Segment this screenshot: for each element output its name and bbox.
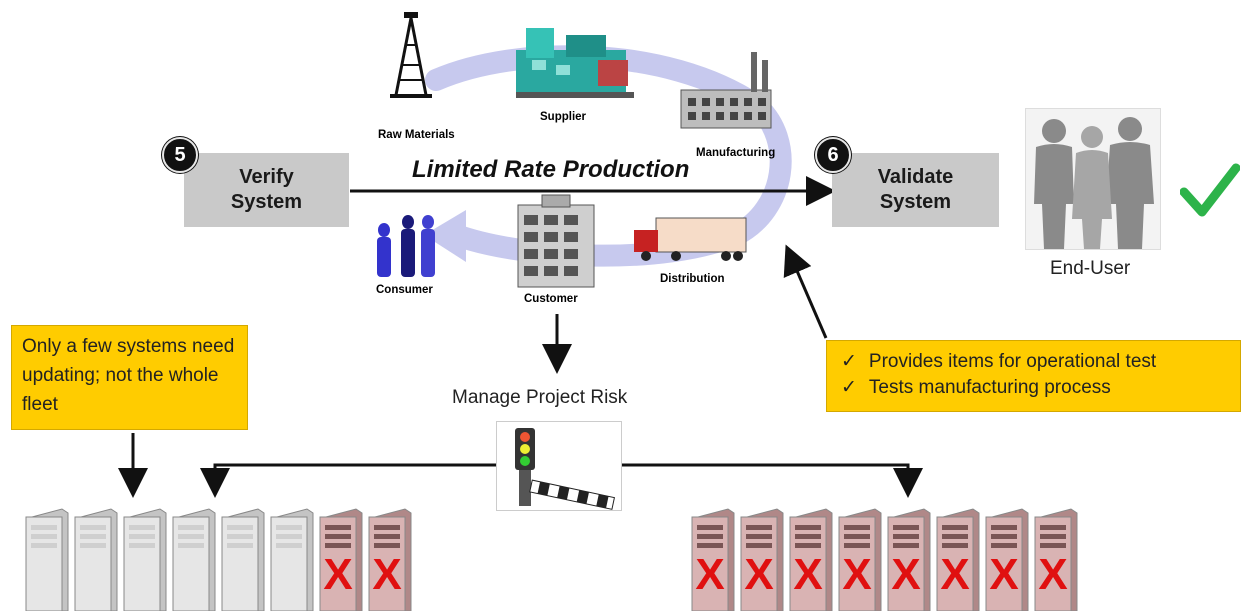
check-icon: ✓	[841, 351, 857, 372]
consumer-figures-icon	[377, 215, 435, 277]
end-user-group	[1025, 108, 1161, 250]
server	[220, 507, 266, 616]
svg-text:X: X	[1038, 550, 1067, 599]
cycle-arrowhead	[424, 210, 466, 262]
benefit-item: ✓ Provides items for operational test	[841, 349, 1226, 375]
svg-text:X: X	[793, 550, 822, 599]
failed-server: X	[690, 507, 736, 616]
failed-server-icon: X	[936, 508, 980, 612]
check-icon: ✓	[841, 377, 857, 398]
risk-to-left-fleet-arrow	[200, 463, 496, 498]
checkmark-icon	[1180, 163, 1240, 217]
label-customer: Customer	[524, 293, 578, 305]
failed-server: X	[1033, 507, 1079, 616]
end-user-silhouettes-icon	[1034, 117, 1154, 249]
step-6-badge: 6	[815, 137, 851, 173]
benefit-item: ✓ Tests manufacturing process	[841, 375, 1226, 401]
failed-server: X	[837, 507, 883, 616]
customer-building-icon	[517, 194, 595, 288]
failed-server: X	[739, 507, 785, 616]
svg-text:X: X	[695, 550, 724, 599]
failed-server-icon: X	[368, 508, 412, 612]
failed-server: X	[788, 507, 834, 616]
validate-system-box: Validate System	[832, 153, 999, 227]
label-raw-materials: Raw Materials	[378, 129, 455, 141]
server-icon	[221, 508, 265, 612]
server-icon	[25, 508, 69, 612]
benefit-text: Tests manufacturing process	[868, 377, 1111, 398]
verify-system-box: Verify System	[184, 153, 349, 227]
callout-fleet-text: Only a few systems need updating; not th…	[22, 336, 235, 415]
svg-text:X: X	[372, 550, 401, 599]
verify-label-line1: Verify	[239, 166, 294, 188]
failed-server: X	[886, 507, 932, 616]
label-manufacturing: Manufacturing	[696, 147, 775, 159]
server	[269, 507, 315, 616]
callout-benefits: ✓ Provides items for operational test ✓ …	[826, 340, 1241, 412]
svg-text:X: X	[989, 550, 1018, 599]
server-icon	[172, 508, 216, 612]
callout-pointer-arrow	[783, 244, 828, 339]
server	[73, 507, 119, 616]
svg-text:X: X	[323, 550, 352, 599]
failed-server-icon: X	[740, 508, 784, 612]
manage-risk-label: Manage Project Risk	[452, 387, 628, 408]
svg-text:X: X	[891, 550, 920, 599]
failed-server-icon: X	[887, 508, 931, 612]
failed-server: X	[318, 507, 364, 616]
server	[171, 507, 217, 616]
failed-server-icon: X	[319, 508, 363, 612]
label-supplier: Supplier	[540, 111, 587, 123]
failed-server-icon: X	[838, 508, 882, 612]
server-icon	[123, 508, 167, 612]
server	[24, 507, 70, 616]
traffic-light-gate-icon	[515, 428, 616, 510]
svg-text:X: X	[940, 550, 969, 599]
supplier-plant-icon	[516, 28, 634, 98]
production-cycle-graphic: Raw Materials Supplier Manufacturing Con…	[376, 12, 792, 305]
label-consumer: Consumer	[376, 284, 433, 296]
svg-text:X: X	[842, 550, 871, 599]
failed-server: X	[984, 507, 1030, 616]
verify-label-line2: System	[230, 191, 303, 213]
server-icon	[270, 508, 314, 612]
production-cycle-image: Raw Materials Supplier Manufacturing Con…	[366, 10, 806, 312]
factory-icon	[680, 52, 772, 129]
oil-derrick-icon	[390, 12, 432, 98]
failed-server-icon: X	[1034, 508, 1078, 612]
risk-to-right-fleet-arrow	[620, 463, 923, 498]
failed-server-icon: X	[985, 508, 1029, 612]
svg-text:X: X	[744, 550, 773, 599]
label-distribution: Distribution	[660, 273, 725, 285]
traffic-gate-image	[496, 421, 622, 511]
callout-fleet-note: Only a few systems need updating; not th…	[11, 325, 248, 430]
benefit-text: Provides items for operational test	[868, 351, 1157, 372]
server	[122, 507, 168, 616]
failed-server-icon: X	[691, 508, 735, 612]
failed-server: X	[935, 507, 981, 616]
failed-server: X	[367, 507, 413, 616]
server-icon	[74, 508, 118, 612]
end-user-label: End-User	[1050, 258, 1131, 279]
failed-server-icon: X	[789, 508, 833, 612]
step-5-badge: 5	[162, 137, 198, 173]
validate-label-line2: System	[879, 191, 952, 213]
truck-icon	[634, 217, 747, 261]
validate-label-line1: Validate	[877, 166, 954, 188]
production-title: Limited Rate Production	[412, 156, 690, 183]
